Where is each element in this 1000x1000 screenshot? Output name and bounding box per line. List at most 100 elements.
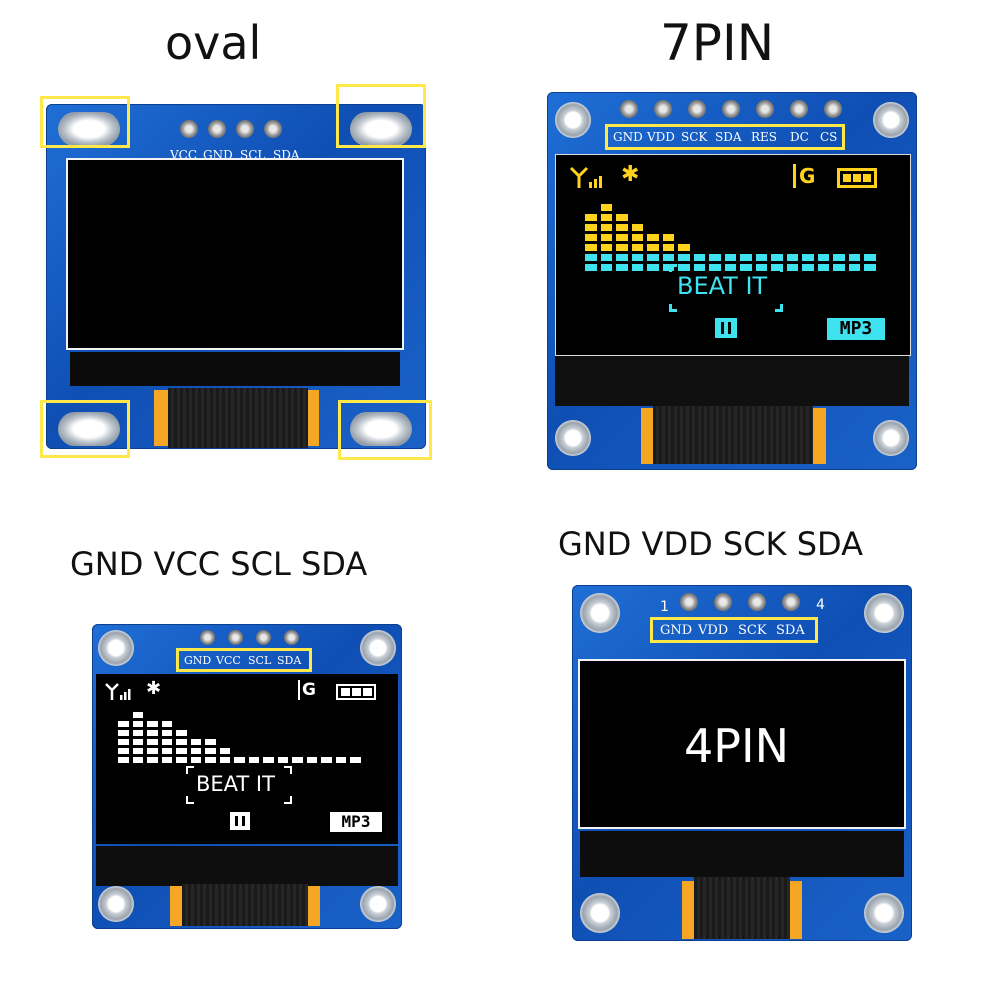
equalizer-segment <box>161 721 172 727</box>
mount-hole <box>350 112 412 146</box>
equalizer-segment <box>263 757 274 763</box>
network-icon: G <box>793 164 815 188</box>
header-pin <box>200 630 215 645</box>
equalizer-segment <box>817 264 829 271</box>
equalizer-segment <box>147 757 158 763</box>
equalizer-segment <box>631 254 643 261</box>
pin-label-dc: DC <box>790 130 809 144</box>
ribbon-cable <box>694 877 790 939</box>
equalizer-segment <box>219 748 230 754</box>
bracket <box>669 264 677 272</box>
equalizer-segment <box>219 757 230 763</box>
highlight-box <box>40 400 130 458</box>
bracket <box>284 796 292 804</box>
bracket <box>186 796 194 804</box>
equalizer-segment <box>161 739 172 745</box>
signal-icon <box>105 683 131 700</box>
mount-hole <box>58 412 120 446</box>
equalizer-segment <box>740 264 752 271</box>
equalizer-segment <box>176 748 187 754</box>
bracket <box>775 304 783 312</box>
equalizer-segment <box>161 748 172 754</box>
pause-icon <box>715 318 737 338</box>
header-pin <box>228 630 243 645</box>
equalizer-segment <box>147 721 158 727</box>
equalizer-segment <box>724 264 736 271</box>
caption-oval: oval <box>165 16 262 70</box>
oled-screen <box>578 659 906 829</box>
battery-icon <box>837 168 877 188</box>
song-title: BEAT IT <box>677 272 768 300</box>
equalizer-segment <box>771 264 783 271</box>
equalizer-segment <box>205 739 216 745</box>
equalizer-segment <box>585 244 597 251</box>
equalizer-segment <box>176 739 187 745</box>
equalizer-segment <box>616 214 628 221</box>
mp3-badge: MP3 <box>827 318 885 340</box>
header-pin <box>620 100 638 118</box>
equalizer-segment <box>616 224 628 231</box>
equalizer-segment <box>132 730 143 736</box>
equalizer-segment <box>600 264 612 271</box>
pin-number-4: 4 <box>816 597 825 613</box>
equalizer-segment <box>292 757 303 763</box>
equalizer-segment <box>190 739 201 745</box>
header-pin <box>782 593 800 611</box>
equalizer-segment <box>161 757 172 763</box>
equalizer-segment <box>132 739 143 745</box>
pin-label-scl: SCL <box>248 654 272 667</box>
oled-screen <box>66 158 404 350</box>
header-pin <box>284 630 299 645</box>
equalizer-segment <box>662 234 674 241</box>
oled-board-4pin-white: GND VCC SCL SDA ✱ G BEAT IT MP3 <box>92 624 402 929</box>
pin-label-vdd: VDD <box>698 623 729 638</box>
equalizer-segment <box>234 757 245 763</box>
equalizer-segment <box>864 254 876 261</box>
bracket <box>669 304 677 312</box>
oled-board-4pin: 1 4 GND VDD SCK SDA 4PIN <box>572 585 912 941</box>
equalizer-segment <box>190 757 201 763</box>
equalizer-segment <box>585 254 597 261</box>
header-pin <box>790 100 808 118</box>
pin-label-sda: SDA <box>277 654 302 667</box>
equalizer-segment <box>248 757 259 763</box>
equalizer-segment <box>335 757 346 763</box>
equalizer-segment <box>678 254 690 261</box>
equalizer-segment <box>616 244 628 251</box>
glass-edge <box>70 352 400 386</box>
equalizer-segment <box>631 234 643 241</box>
equalizer-segment <box>647 254 659 261</box>
equalizer-segment <box>600 214 612 221</box>
battery-icon <box>336 684 376 700</box>
equalizer-segment <box>740 254 752 261</box>
equalizer-segment <box>662 254 674 261</box>
equalizer-segment <box>585 224 597 231</box>
pin-label-sda: SDA <box>776 623 805 638</box>
equalizer-segment <box>585 214 597 221</box>
equalizer-segment <box>600 234 612 241</box>
equalizer-segment <box>350 757 361 763</box>
bracket <box>186 766 194 774</box>
bluetooth-icon: ✱ <box>621 162 640 187</box>
header-pin <box>256 630 271 645</box>
highlight-box <box>336 84 426 148</box>
mount-hole <box>360 630 396 666</box>
mount-hole <box>580 593 620 633</box>
equalizer-segment <box>600 204 612 211</box>
equalizer <box>585 204 885 274</box>
equalizer-segment <box>118 757 129 763</box>
equalizer-segment <box>647 264 659 271</box>
equalizer-segment <box>833 254 845 261</box>
equalizer-segment <box>631 264 643 271</box>
mount-hole <box>98 630 134 666</box>
header-pin <box>756 100 774 118</box>
header-pin <box>714 593 732 611</box>
equalizer-segment <box>132 748 143 754</box>
equalizer-segment <box>771 254 783 261</box>
equalizer-segment <box>802 264 814 271</box>
equalizer-segment <box>147 748 158 754</box>
pin-label-gnd: GND <box>184 654 212 667</box>
equalizer-segment <box>724 254 736 261</box>
header-pin <box>722 100 740 118</box>
